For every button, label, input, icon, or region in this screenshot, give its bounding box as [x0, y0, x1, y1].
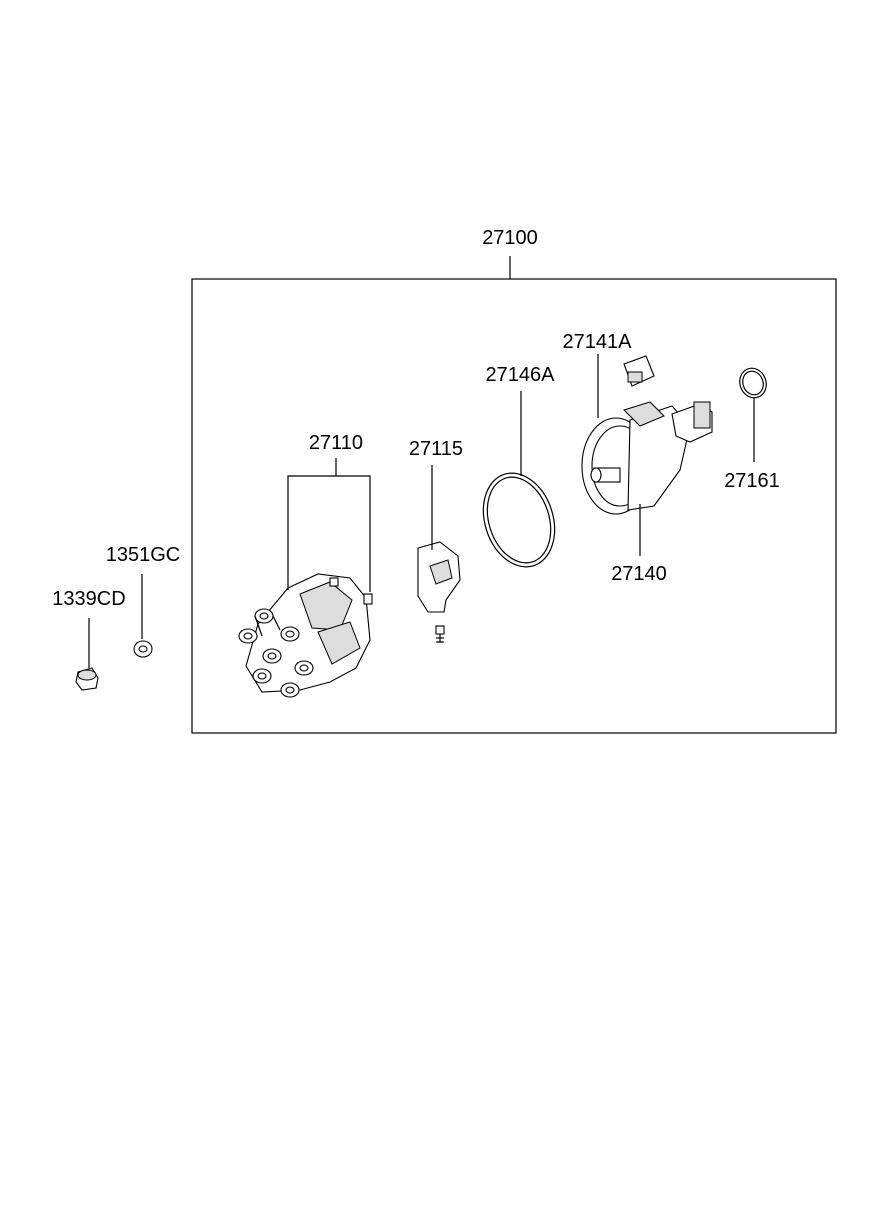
- bolt[interactable]: [75, 667, 99, 691]
- label-27161[interactable]: 27161: [724, 470, 780, 492]
- large-o-ring[interactable]: [472, 464, 566, 576]
- label-27115[interactable]: 27115: [409, 438, 463, 460]
- assembly-frame: [191, 278, 837, 734]
- connector[interactable]: [623, 355, 655, 387]
- washer[interactable]: [133, 640, 153, 658]
- label-1339CD[interactable]: 1339CD: [52, 588, 125, 610]
- label-27100[interactable]: 27100: [482, 227, 538, 249]
- small-o-ring[interactable]: [736, 364, 771, 401]
- distributor-housing[interactable]: [581, 401, 713, 515]
- label-27141A[interactable]: 27141A: [563, 331, 633, 353]
- label-1351GC[interactable]: 1351GC: [106, 544, 181, 566]
- rotor[interactable]: [417, 541, 461, 643]
- label-27140[interactable]: 27140: [611, 563, 667, 585]
- label-27146A[interactable]: 27146A: [486, 364, 556, 386]
- label-27110[interactable]: 27110: [309, 432, 363, 454]
- distributor-cap[interactable]: [238, 573, 373, 698]
- cap-leader: [287, 475, 371, 592]
